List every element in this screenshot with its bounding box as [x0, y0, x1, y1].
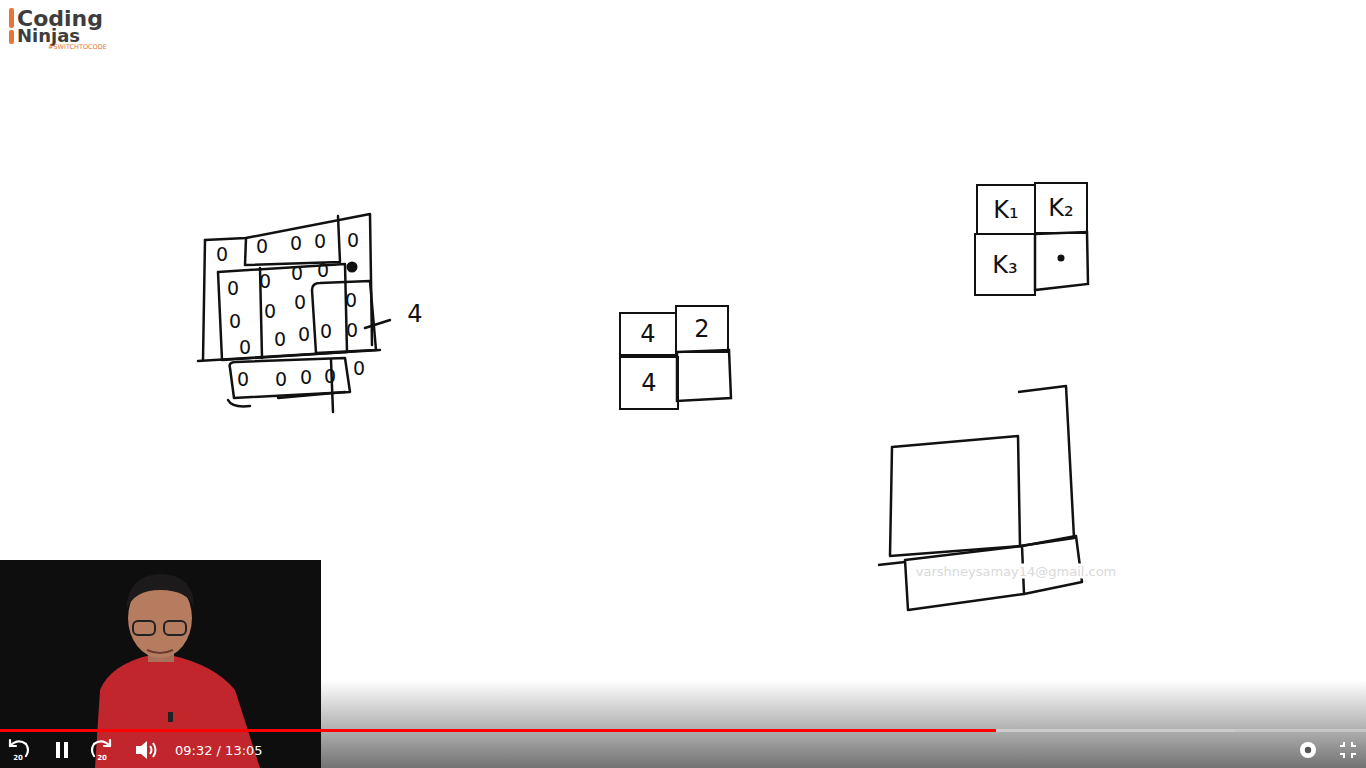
matrix-cell-value: 0	[314, 232, 326, 251]
dot-cell	[1035, 232, 1088, 290]
grid-cell: 4	[619, 312, 677, 356]
matrix-cell-value: 0	[256, 237, 268, 256]
progress-bar	[0, 729, 1366, 732]
matrix-cell-value: 0	[298, 325, 310, 344]
matrix-cell-value: 0	[353, 359, 365, 378]
filled-dot	[347, 262, 358, 273]
cell-text: K₃	[992, 253, 1017, 277]
matrix-cell-value: 0	[216, 245, 228, 264]
grid-cell: 2	[675, 305, 729, 353]
matrix-cell-value: 0	[239, 338, 251, 357]
player-icons	[150, 742, 1356, 758]
annotation-number: 4	[407, 302, 422, 326]
matrix-sketch	[198, 214, 390, 412]
cell-dot	[1058, 255, 1065, 262]
matrix-cell-value: 0	[346, 321, 358, 340]
watermark: varshneysamay14@gmail.com	[913, 564, 1120, 579]
matrix-cell-value: 0	[264, 302, 276, 321]
skip-seconds: 20	[97, 755, 107, 762]
matrix-cell-value: 0	[274, 330, 286, 349]
cell-text: K₂	[1048, 196, 1073, 220]
skip-seconds: 20	[13, 755, 23, 762]
empty-cell	[677, 350, 731, 401]
grid-cell: 4	[619, 356, 679, 410]
matrix-cell-value: 0	[227, 279, 239, 298]
logo-tagline: #SWITCHTOCODE	[48, 44, 107, 51]
matrix-cell-value: 0	[300, 368, 312, 387]
logo-mark	[9, 8, 14, 44]
webcam-inset	[0, 560, 321, 768]
grid-cell: K₃	[974, 233, 1036, 296]
logo-text: Ninjas	[17, 27, 80, 45]
matrix-cell-value: 0	[237, 370, 249, 389]
matrix-cell-value: 0	[290, 234, 302, 253]
grid-cell: K₁	[976, 184, 1036, 235]
matrix-cell-value: 0	[347, 231, 359, 250]
cell-text: 4	[641, 371, 656, 395]
matrix-cell-value: 0	[291, 264, 303, 283]
matrix-cell-value: 0	[229, 312, 241, 331]
matrix-cell-value: 0	[294, 293, 306, 312]
matrix-cell-value: 0	[324, 367, 336, 386]
matrix-cell-value: 0	[275, 370, 287, 389]
matrix-cell-value: 0	[320, 322, 332, 341]
cell-text: 4	[640, 322, 655, 346]
cell-text: 2	[694, 317, 709, 341]
player-buttons	[56, 741, 1316, 759]
grid-cell: K₂	[1034, 182, 1088, 234]
matrix-cell-value: 0	[317, 261, 329, 280]
time-display: 09:32 / 13:05	[175, 744, 263, 757]
matrix-cell-value: 0	[259, 272, 271, 291]
cell-text: K₁	[993, 198, 1018, 222]
matrix-cell-value: 0	[345, 291, 357, 310]
